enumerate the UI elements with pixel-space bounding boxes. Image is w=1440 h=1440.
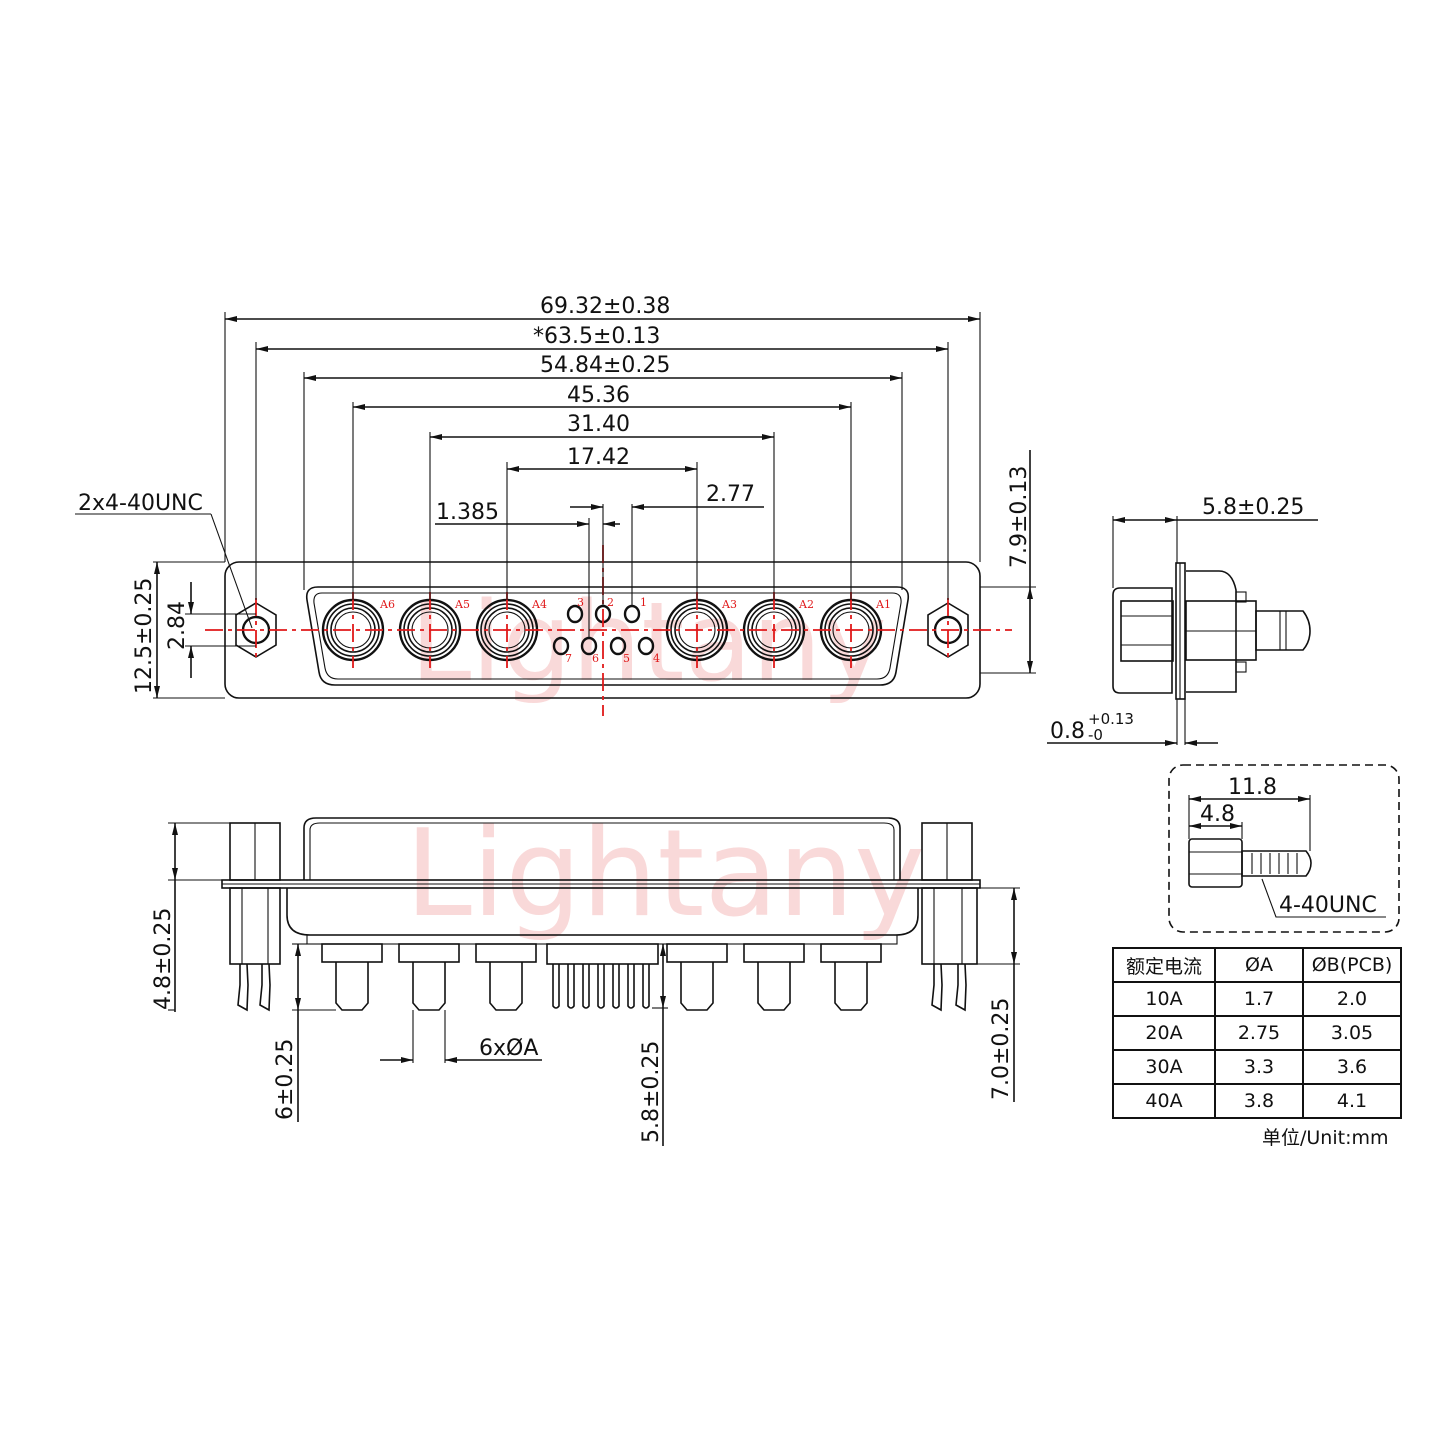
table-row: 30A 3.3 3.6 bbox=[1112, 1049, 1402, 1085]
label-a4: A4 bbox=[531, 598, 547, 611]
bottom-signal-pins bbox=[546, 943, 659, 1009]
cell-current: 20A bbox=[1112, 1015, 1216, 1051]
cell-current: 30A bbox=[1112, 1049, 1216, 1085]
dim-inner-power-pitch: 31.40 bbox=[567, 412, 630, 437]
bottom-power-pins bbox=[321, 943, 882, 1011]
cell-diameter-a: 3.8 bbox=[1214, 1083, 1304, 1119]
dim-power-pin-length: 6±0.25 bbox=[273, 1039, 298, 1120]
dim-shell-width: 54.84±0.25 bbox=[540, 353, 670, 378]
dim-pin-diameter: 6xØA bbox=[479, 1036, 538, 1061]
d-shell-outer bbox=[305, 586, 910, 686]
label-pin-5: 5 bbox=[623, 652, 630, 665]
current-rating-table: 额定电流 ØA ØB(PCB) 10A 1.7 2.0 20A 2.75 3.0… bbox=[1112, 947, 1402, 1119]
dim-flange-tol-upper: +0.13 bbox=[1088, 710, 1134, 728]
table-row: 10A 1.7 2.0 bbox=[1112, 981, 1402, 1017]
dim-flange-thickness: 0.8 bbox=[1050, 719, 1085, 744]
dim-overall-width: 69.32±0.38 bbox=[540, 294, 670, 319]
dim-outer-power-pitch: 45.36 bbox=[567, 383, 630, 408]
label-a1: A1 bbox=[875, 598, 891, 611]
cell-diameter-a: 1.7 bbox=[1214, 981, 1304, 1017]
dim-signal-pitch: 2.77 bbox=[706, 482, 755, 507]
dim-flange-height: 12.5±0.25 bbox=[132, 578, 157, 694]
dim-row-spacing: 2.84 bbox=[165, 601, 190, 650]
watermark-bottom: Lightany bbox=[405, 805, 925, 944]
watermark-front: Lightany bbox=[410, 578, 887, 706]
label-pin-7: 7 bbox=[565, 652, 572, 665]
cell-diameter-b: 4.1 bbox=[1302, 1083, 1402, 1119]
unit-label: 单位/Unit:mm bbox=[1262, 1127, 1389, 1149]
cell-diameter-a: 2.75 bbox=[1214, 1015, 1304, 1051]
dim-signal-offset: 1.385 bbox=[436, 500, 499, 525]
screw-detail: 11.8 4.8 4-40UNC bbox=[1168, 764, 1400, 933]
dim-shell-height: 7.9±0.13 bbox=[1007, 466, 1032, 568]
dim-mounting-pitch: *63.5±0.13 bbox=[533, 324, 660, 349]
label-pin-1: 1 bbox=[640, 596, 647, 609]
label-pin-4: 4 bbox=[653, 652, 660, 665]
dim-center-power-pitch: 17.42 bbox=[567, 445, 630, 470]
table-header-row: 额定电流 ØA ØB(PCB) bbox=[1112, 947, 1402, 983]
label-a6: A6 bbox=[379, 598, 395, 611]
dim-hex-length: 4.8 bbox=[1200, 802, 1235, 827]
thread-callout: 2x4-40UNC bbox=[78, 491, 203, 516]
side-view: 5.8±0.25 0.8 +0.13 -0 bbox=[1047, 495, 1318, 746]
dim-board-lock-length: 7.0±0.25 bbox=[989, 998, 1014, 1100]
dim-signal-pin-length: 5.8±0.25 bbox=[639, 1041, 664, 1143]
header-rated-current: 额定电流 bbox=[1112, 947, 1216, 983]
screw-thread-label: 4-40UNC bbox=[1279, 893, 1377, 918]
dim-flange-tol-lower: -0 bbox=[1088, 726, 1103, 744]
dim-shell-depth: 5.8±0.25 bbox=[1202, 495, 1304, 520]
label-a2: A2 bbox=[798, 598, 814, 611]
cell-current: 10A bbox=[1112, 981, 1216, 1017]
dim-screw-length: 11.8 bbox=[1228, 775, 1277, 800]
cell-diameter-b: 3.6 bbox=[1302, 1049, 1402, 1085]
label-pin-3: 3 bbox=[577, 596, 584, 609]
table-row: 40A 3.8 4.1 bbox=[1112, 1083, 1402, 1119]
label-a5: A5 bbox=[454, 598, 470, 611]
label-pin-6: 6 bbox=[592, 652, 599, 665]
cell-diameter-a: 3.3 bbox=[1214, 1049, 1304, 1085]
cell-diameter-b: 3.05 bbox=[1302, 1015, 1402, 1051]
table-row: 20A 2.75 3.05 bbox=[1112, 1015, 1402, 1051]
front-view: A6 A5 A4 A3 A2 A1 3 2 1 7 6 5 4 bbox=[75, 294, 1036, 716]
cell-current: 40A bbox=[1112, 1083, 1216, 1119]
label-pin-2: 2 bbox=[607, 596, 614, 609]
bottom-view: 4.8±0.25 6±0.25 6xØA 5.8±0.25 7.0±0.25 bbox=[151, 817, 1020, 1146]
header-diameter-a: ØA bbox=[1214, 947, 1304, 983]
cell-diameter-b: 2.0 bbox=[1302, 981, 1402, 1017]
header-diameter-b: ØB(PCB) bbox=[1302, 947, 1402, 983]
label-a3: A3 bbox=[721, 598, 737, 611]
dim-standoff-height: 4.8±0.25 bbox=[151, 908, 176, 1010]
d-shell-inner bbox=[313, 592, 902, 680]
